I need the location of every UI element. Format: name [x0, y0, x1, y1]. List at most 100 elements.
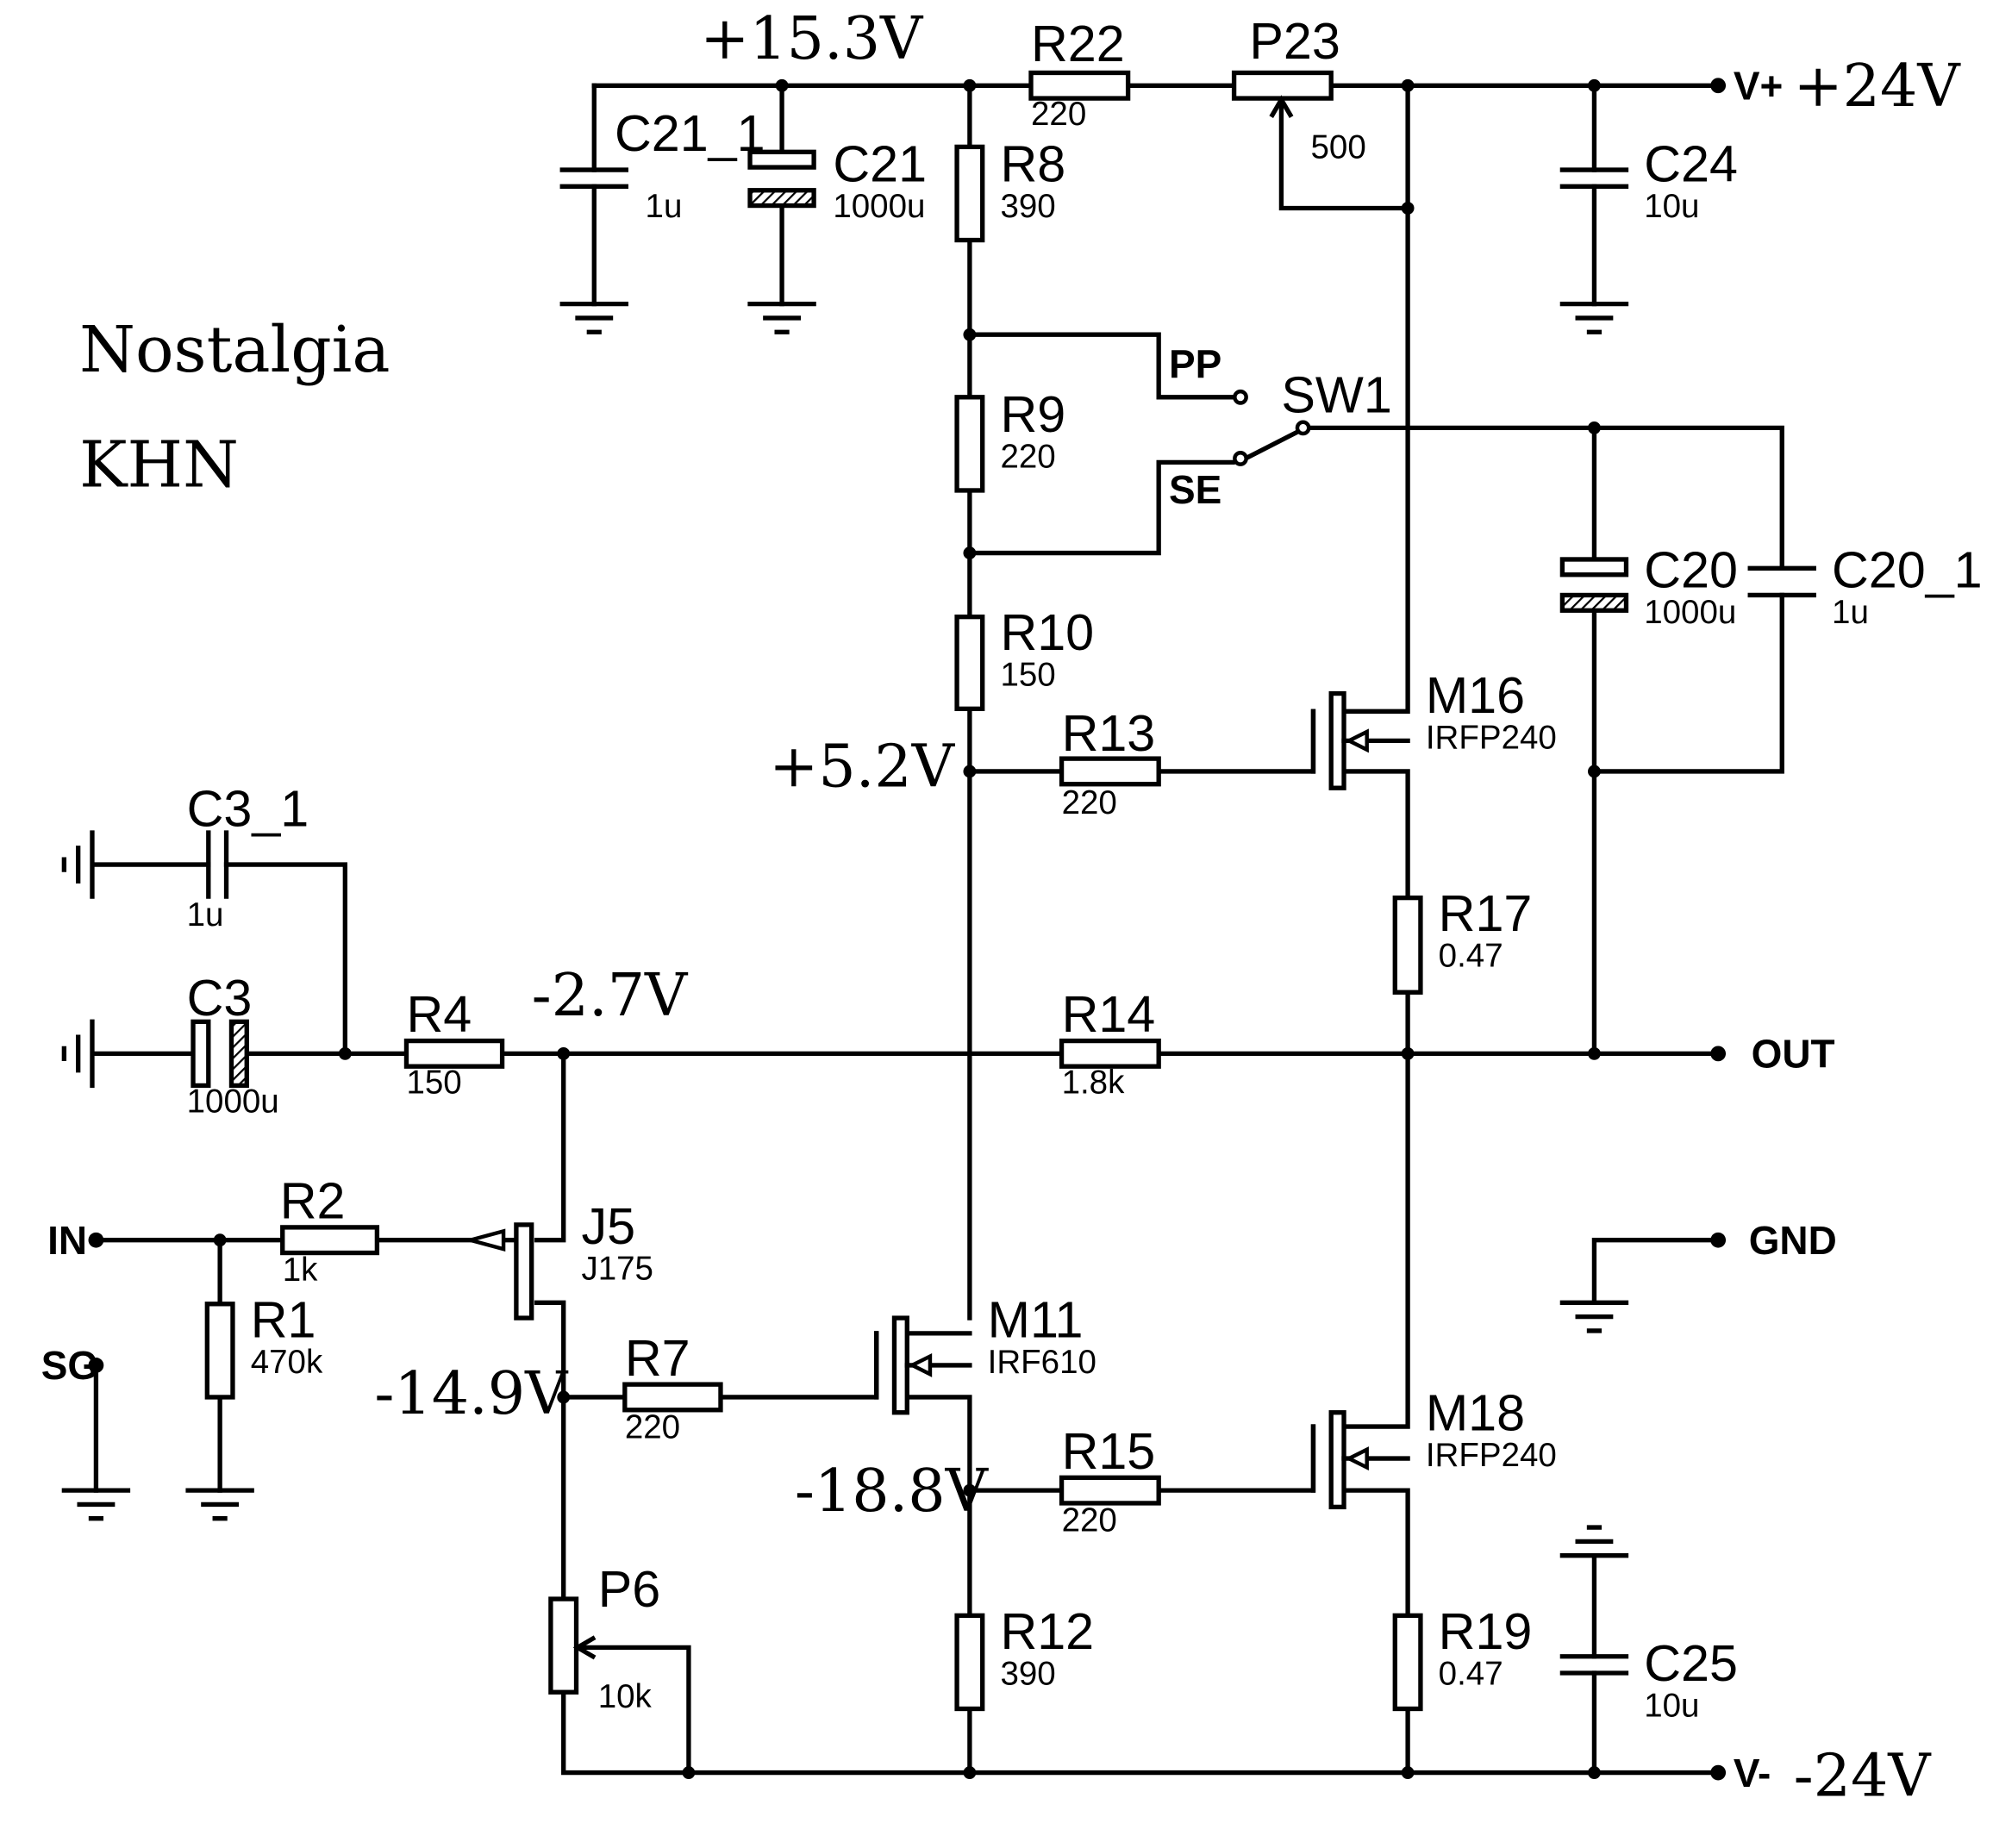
- port-vplus: V+: [1734, 64, 1783, 109]
- r2-body: [280, 1225, 380, 1256]
- c3-1-value: 1u: [187, 896, 224, 933]
- r17-value: 0.47: [1439, 938, 1503, 975]
- ground-icon: [1559, 1525, 1629, 1558]
- port-sg: SG: [41, 1343, 98, 1388]
- voltage-2-7: -2.7V: [532, 962, 689, 1030]
- ground-icon: [185, 1488, 254, 1521]
- r7-value: 220: [625, 1408, 680, 1445]
- ground-symbols: [61, 301, 1629, 1558]
- r4-body: [403, 1038, 505, 1069]
- r1-ref: R1: [251, 1290, 316, 1348]
- r13-value: 220: [1062, 784, 1117, 821]
- capacitors: [191, 149, 1816, 1676]
- r12-ref: R12: [1000, 1602, 1094, 1660]
- c24-capacitor: [1559, 167, 1629, 189]
- c3-value: 1000u: [187, 1083, 279, 1121]
- r9-ref: R9: [1000, 385, 1065, 443]
- r17-body: [1392, 895, 1423, 995]
- resistors: [204, 70, 1423, 1712]
- r2-value: 1k: [283, 1252, 318, 1289]
- c21-ref: C21: [833, 134, 927, 192]
- m11-ref: M11: [988, 1290, 1084, 1348]
- r10-value: 150: [1000, 657, 1055, 694]
- r22-value: 220: [1031, 96, 1086, 133]
- r7-body: [622, 1382, 723, 1413]
- voltage-24-negative: -24V: [1794, 1742, 1933, 1810]
- p23-value: 500: [1310, 129, 1365, 166]
- r12-value: 390: [1000, 1655, 1055, 1692]
- r8-value: 390: [1000, 188, 1055, 225]
- ground-icon: [1559, 1300, 1629, 1333]
- r1-body: [204, 1302, 235, 1400]
- component-labels: C21_1 1u C21 1000u R22 220 P23 500 C24 1…: [187, 12, 1983, 1724]
- r1-value: 470k: [251, 1344, 323, 1381]
- c24-ref: C24: [1644, 134, 1738, 192]
- r19-body: [1392, 1613, 1423, 1712]
- r9-body: [954, 395, 985, 493]
- p6-value: 10k: [598, 1678, 653, 1715]
- c3-1-capacitor: [206, 830, 229, 899]
- r14-value: 1.8k: [1062, 1064, 1126, 1101]
- j5-value: J175: [581, 1251, 653, 1288]
- sw1-pp-label: PP: [1169, 342, 1221, 387]
- r10-ref: R10: [1000, 603, 1094, 661]
- j5-jfet: [462, 1222, 534, 1320]
- m18-ref: M18: [1426, 1383, 1525, 1441]
- r22-ref: R22: [1031, 15, 1125, 72]
- c3-ref: C3: [187, 969, 253, 1027]
- m18-mosfet: [1310, 1410, 1410, 1510]
- r15-body: [1059, 1475, 1161, 1506]
- j5-ref: J5: [581, 1197, 635, 1255]
- voltage-24-positive: +24V: [1794, 53, 1962, 121]
- r14-ref: R14: [1062, 985, 1156, 1043]
- c25-value: 10u: [1644, 1687, 1699, 1724]
- c25-ref: C25: [1644, 1634, 1738, 1692]
- c20-1-value: 1u: [1832, 594, 1869, 631]
- c25-capacitor: [1559, 1654, 1629, 1676]
- m18-value: IRFP240: [1426, 1437, 1557, 1474]
- c21-capacitor: [747, 149, 816, 209]
- port-vminus: V-: [1734, 1751, 1771, 1795]
- p6-ref: P6: [598, 1560, 660, 1618]
- c20-1-ref: C20_1: [1832, 541, 1983, 599]
- m16-value: IRFP240: [1426, 719, 1557, 756]
- p23-potentiometer: [1231, 70, 1334, 118]
- r9-value: 220: [1000, 438, 1055, 475]
- c21-1-capacitor: [559, 167, 628, 189]
- r13-body: [1059, 756, 1161, 787]
- voltage-15-3: +15.3V: [700, 5, 924, 73]
- r22-body: [1028, 70, 1131, 101]
- ground-icon: [61, 1488, 131, 1521]
- port-out: OUT: [1752, 1032, 1835, 1077]
- ground-icon: [1559, 301, 1629, 334]
- r13-ref: R13: [1062, 704, 1156, 762]
- r19-ref: R19: [1439, 1602, 1533, 1660]
- r10-body: [954, 614, 985, 712]
- c24-value: 10u: [1644, 188, 1699, 225]
- r15-ref: R15: [1062, 1422, 1156, 1480]
- c20-value: 1000u: [1644, 594, 1736, 631]
- m11-value: IRF610: [988, 1344, 1096, 1381]
- c21-value: 1000u: [833, 188, 925, 225]
- ground-icon: [61, 830, 95, 899]
- ground-icon: [559, 301, 628, 334]
- port-gnd: GND: [1749, 1218, 1837, 1263]
- m16-mosfet: [1310, 690, 1410, 790]
- c21-1-ref: C21_1: [615, 104, 765, 162]
- r14-body: [1059, 1038, 1161, 1069]
- c3-capacitor: [191, 1019, 249, 1089]
- r2-ref: R2: [280, 1172, 346, 1230]
- c20-capacitor: [1559, 557, 1629, 613]
- p23-ref: P23: [1249, 12, 1340, 70]
- c20-ref: C20: [1644, 541, 1738, 599]
- voltage-5-2: +5.2V: [769, 734, 955, 802]
- r8-ref: R8: [1000, 134, 1065, 192]
- r7-ref: R7: [625, 1329, 690, 1387]
- sw1-ref: SW1: [1281, 366, 1391, 424]
- r12-body: [954, 1613, 985, 1712]
- r4-value: 150: [406, 1064, 461, 1101]
- r19-value: 0.47: [1439, 1655, 1503, 1692]
- c21-1-value: 1u: [646, 188, 683, 225]
- title-line-2: KHN: [79, 428, 239, 503]
